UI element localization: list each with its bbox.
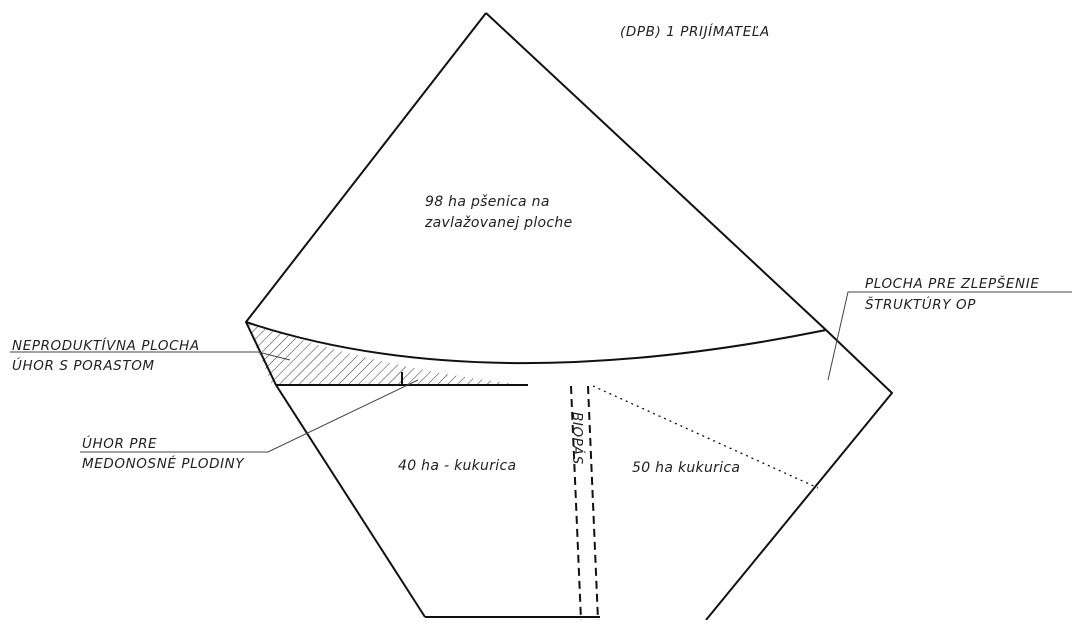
wheat-area-boundary — [245, 321, 827, 365]
unproductive-hatched-area — [246, 322, 528, 385]
fallow-honey-label-line1: ÚHOR PRE — [82, 434, 157, 452]
soil-improvement-label-line1: PLOCHA PRE ZLEPŠENIE — [865, 274, 1039, 292]
maize-40-label: 40 ha - kukurica — [398, 458, 516, 474]
fallow-honey-label-line2: MEDONOSNÉ PLODINY — [82, 455, 245, 472]
maize-50-label: 50 ha kukurica — [632, 460, 740, 476]
field-boundary — [244, 12, 894, 621]
unproductive-leader — [10, 351, 291, 361]
diagram-header: (DPB) 1 PRIJÍMATEĽA — [620, 23, 770, 40]
biostrip-left-edge — [570, 385, 582, 621]
biostrip-label: BIOPÁS — [569, 412, 586, 465]
soil-improvement-leader — [827, 291, 1072, 381]
biostrip-right-edge — [587, 385, 599, 621]
fallow-honey-leader — [80, 379, 419, 453]
maize-field-division — [592, 385, 819, 489]
unproductive-label-line1: NEPRODUKTÍVNA PLOCHA — [12, 337, 200, 354]
wheat-area-label-line1: 98 ha pšenica na — [425, 194, 550, 210]
soil-improvement-label-line2: ŠTRUKTÚRY OP — [865, 295, 976, 313]
unproductive-label-line2: ÚHOR S PORASTOM — [12, 356, 155, 374]
wheat-area-label-line2: zavlažovanej ploche — [424, 215, 573, 231]
